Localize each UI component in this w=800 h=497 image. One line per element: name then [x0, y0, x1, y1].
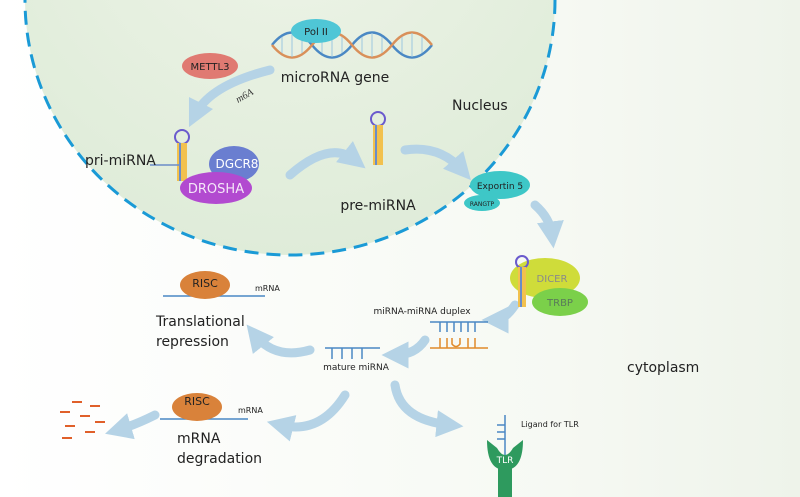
mettl3-label: METTL3	[191, 62, 230, 73]
dna-helix-icon	[271, 31, 433, 59]
trbp-protein	[532, 288, 588, 316]
mirna-duplex-icon	[430, 321, 488, 349]
pol-ii-enzyme	[291, 19, 341, 43]
translational-repression-label-1: Translational	[155, 314, 245, 330]
dicer-hairpin-icon	[515, 255, 529, 307]
translational-repression-label-2: repression	[156, 334, 229, 350]
tlr-label: TLR	[496, 456, 514, 466]
exportin-5-label: Exportin 5	[477, 182, 523, 192]
arrow-to-exportin	[400, 144, 471, 181]
arrow-transcription	[188, 65, 275, 128]
microrna-gene-label: microRNA gene	[281, 70, 389, 86]
arrow-degradation	[266, 390, 350, 442]
nuclear-membrane	[23, 0, 557, 257]
pathway-arrows	[105, 65, 564, 442]
cytoplasm-label: cytoplasm	[627, 360, 699, 376]
rangtp-protein	[464, 195, 500, 211]
rangtp-label: RANGTP	[470, 201, 495, 208]
nucleus-region	[25, 0, 555, 255]
mrna-label-1: mRNA	[255, 284, 280, 293]
mrna-fragments-icon	[60, 401, 105, 439]
pre-mirna-hairpin-icon	[370, 111, 386, 165]
pri-mirna-hairpin-icon	[150, 129, 190, 181]
pre-mirna-label: pre-miRNA	[340, 198, 416, 214]
drosha-protein	[180, 172, 252, 204]
arrow-drosha-cleavage	[285, 141, 366, 180]
arrow-translational-repression	[246, 324, 315, 358]
dgcr8-label: DGCR8	[216, 157, 259, 171]
mrna-degradation-label-2: degradation	[177, 451, 262, 467]
arrow-fragments	[105, 410, 160, 440]
dicer-label: DICER	[537, 274, 568, 285]
risc-complex-1	[180, 271, 230, 299]
drosha-label: DROSHA	[188, 182, 244, 197]
arrow-export	[530, 200, 564, 249]
mrna-label-2: mRNA	[238, 406, 263, 415]
risc-label-2: RISC	[184, 395, 210, 408]
arrow-dicer	[481, 300, 520, 334]
trbp-label: TRBP	[546, 298, 573, 309]
exportin-5-protein	[470, 171, 530, 199]
duplex-label: miRNA-miRNA duplex	[373, 307, 471, 317]
arrow-to-mature	[381, 335, 430, 369]
risc-label-1: RISC	[192, 277, 218, 290]
mettl3-enzyme	[182, 53, 238, 79]
nucleus-label: Nucleus	[452, 98, 508, 114]
pol-ii-label: Pol II	[304, 27, 328, 38]
tlr-receptor-icon	[487, 415, 523, 497]
dicer-protein	[510, 258, 580, 298]
mrna-degradation-label-1: mRNA	[177, 431, 221, 447]
risc-complex-2	[172, 393, 222, 421]
mature-mirna-label: mature miRNA	[323, 363, 390, 373]
mature-mirna-icon	[325, 347, 380, 359]
ligand-for-tlr-label: Ligand for TLR	[521, 420, 579, 429]
pri-mirna-label: pri-miRNA	[85, 153, 156, 169]
arrow-tlr	[390, 380, 464, 438]
